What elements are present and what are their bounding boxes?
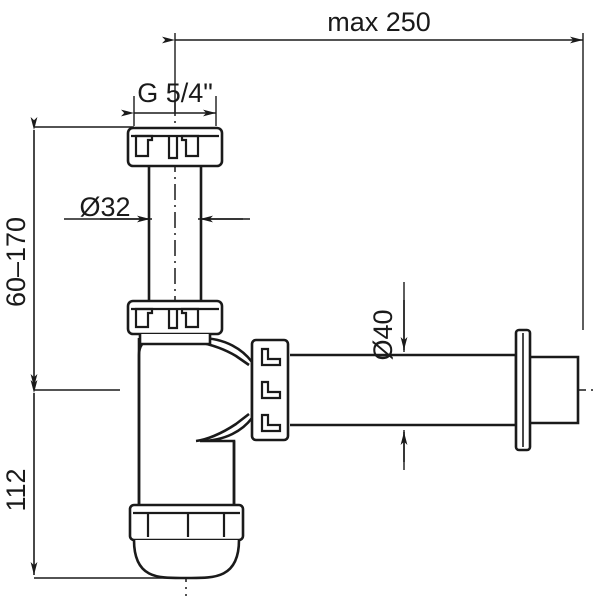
wall-flange — [514, 328, 532, 452]
bottom-bowl — [132, 539, 241, 580]
bottom-cap-nut — [128, 503, 245, 542]
top-union-nut — [126, 126, 224, 168]
middle-union-nut — [126, 299, 224, 346]
label-max-250: max 250 — [327, 7, 431, 37]
label-dia-40: Ø40 — [368, 309, 398, 360]
label-height-112: 112 — [1, 468, 31, 511]
part-outlines — [126, 126, 580, 580]
label-dia-32: Ø32 — [79, 192, 130, 222]
side-outlet-nut — [250, 338, 290, 442]
label-g-thread: G 5/4" — [137, 78, 213, 108]
extension-lines — [34, 33, 584, 579]
outlet-pipe-stub — [529, 355, 580, 425]
inlet-pipe — [147, 165, 203, 303]
trap-body-outline — [137, 337, 250, 510]
label-height-range: 60–170 — [1, 217, 31, 307]
outlet-pipe — [290, 353, 518, 427]
dimension-lines — [30, 36, 583, 575]
